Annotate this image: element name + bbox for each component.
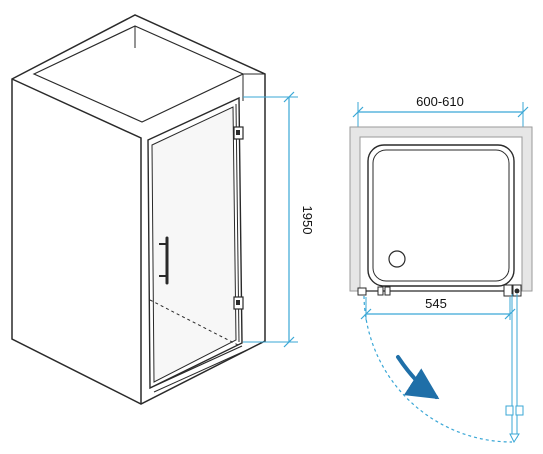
width-dimension (352, 102, 529, 128)
left-wall-front-edge (11, 78, 142, 404)
isometric-view: 1950 (11, 14, 315, 405)
width-dimension-label: 600-610 (416, 94, 464, 109)
door-swing-arrow-icon (396, 355, 440, 400)
opening-dimension-label: 545 (425, 296, 447, 311)
threshold-line-2 (153, 349, 248, 393)
door-open-position (505, 294, 524, 444)
drain-icon (388, 250, 406, 268)
left-stop-icon (357, 287, 367, 296)
shower-tray-outer (367, 144, 515, 287)
plan-view: 600-610 545 (349, 94, 533, 444)
door-swing-arc (363, 295, 513, 443)
height-dimension-label: 1950 (300, 206, 315, 235)
enclosure-walls (349, 126, 533, 292)
left-fitting-icon (377, 286, 391, 296)
threshold-line (149, 345, 243, 389)
hidden-floor-line (149, 299, 239, 346)
top-opening (32, 25, 245, 123)
door-frame (147, 96, 243, 390)
door-handle-icon (159, 236, 169, 285)
upper-hinge-pin (236, 130, 240, 135)
height-dimension (243, 91, 298, 348)
shower-tray-inner (372, 149, 510, 282)
glass-door-panel (151, 106, 237, 383)
cubicle-outer-outline (11, 14, 266, 405)
opening-dimension (360, 297, 516, 320)
lower-hinge-pin (236, 300, 240, 305)
